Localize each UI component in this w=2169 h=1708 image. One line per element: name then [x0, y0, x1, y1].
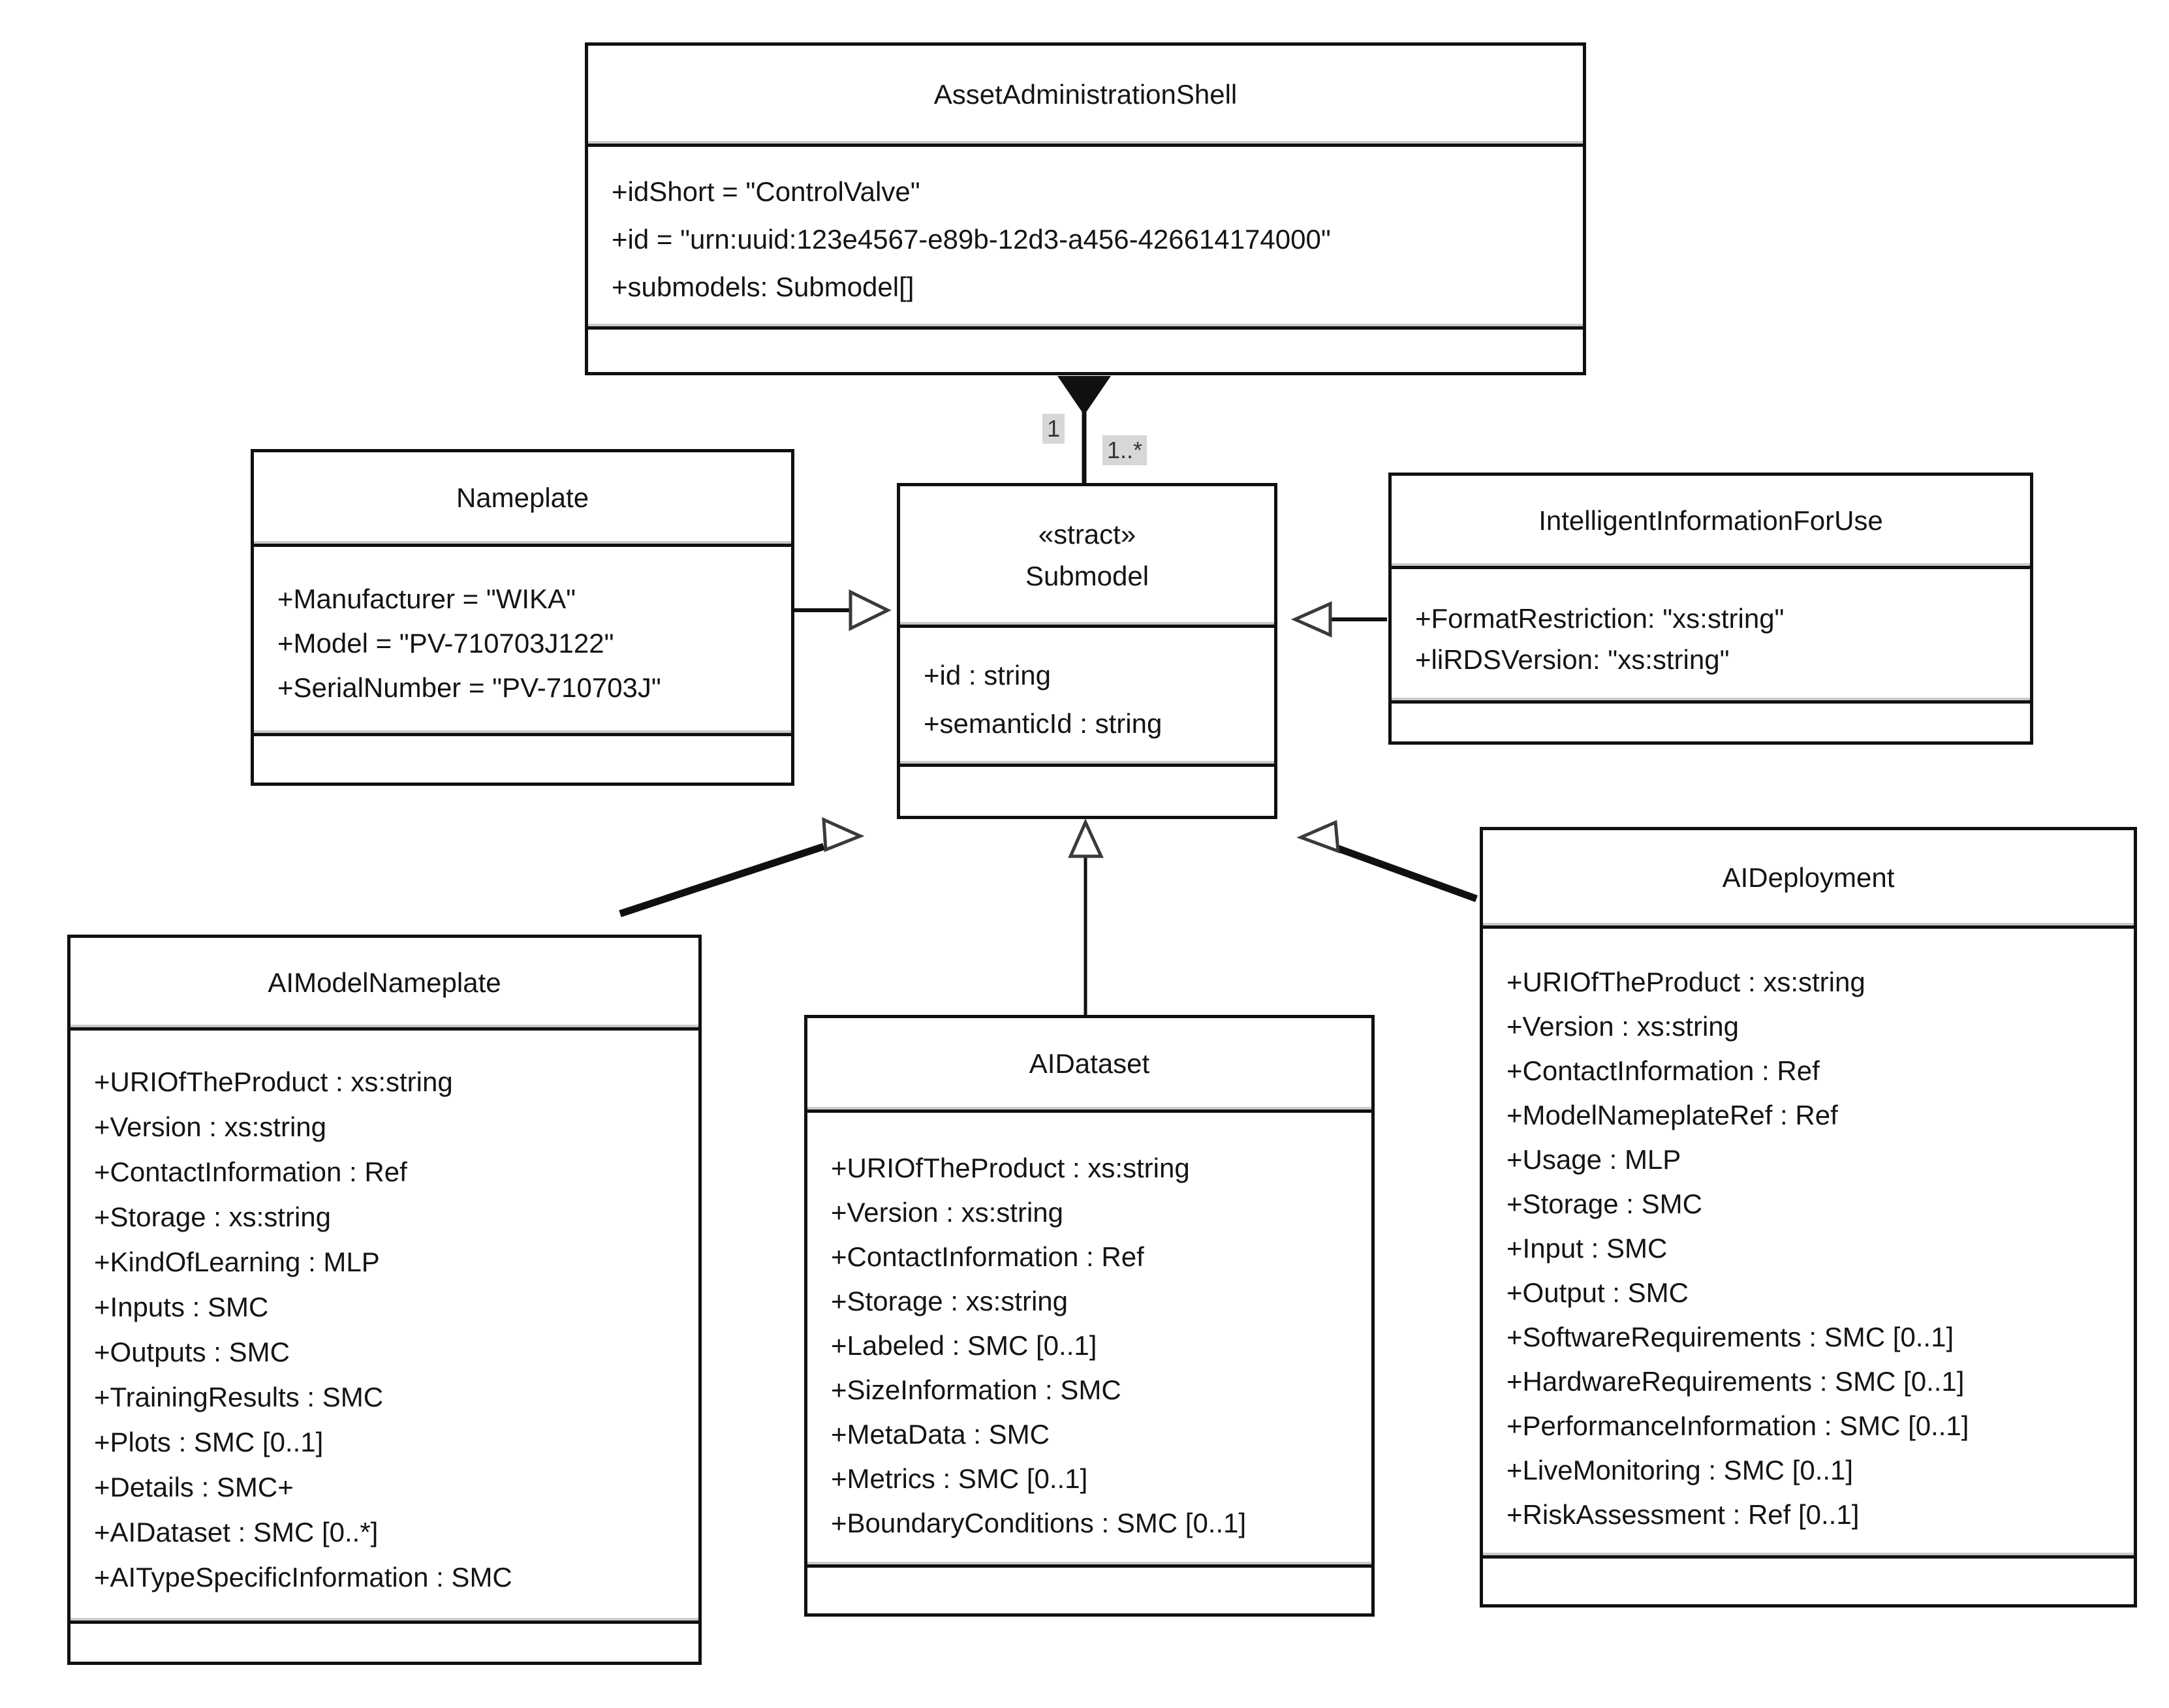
- attribute-line: +Details : SMC+: [94, 1472, 294, 1502]
- attribute-line: +Outputs : SMC: [94, 1337, 290, 1367]
- attribute-line: +Labeled : SMC [0..1]: [831, 1330, 1097, 1361]
- attribute-line: +MetaData : SMC: [831, 1419, 1050, 1450]
- attribute-line: +Usage : MLP: [1506, 1144, 1681, 1175]
- attribute-line: +Storage : SMC: [1506, 1188, 1702, 1219]
- attribute-line: +Storage : xs:string: [831, 1286, 1069, 1316]
- attribute-line: +URIOfTheProduct : xs:string: [1506, 967, 1865, 997]
- attribute-line: +submodels: Submodel[]: [612, 272, 914, 302]
- class-title: IntelligentInformationForUse: [1392, 476, 2030, 566]
- class-stereotype: «stract»: [1038, 519, 1136, 550]
- class-title: AIModelNameplate: [70, 938, 698, 1027]
- attributes-compartment: +idShort = "ControlValve" +id = "urn:uui…: [588, 144, 1583, 326]
- attribute-line: +RiskAssessment : Ref [0..1]: [1506, 1499, 1860, 1530]
- class-ai-model-nameplate: AIModelNameplate +URIOfTheProduct : xs:s…: [67, 935, 702, 1665]
- operations-compartment: [254, 733, 791, 783]
- class-title: «stract» Submodel: [900, 486, 1274, 625]
- operations-compartment: [588, 326, 1583, 372]
- generalization-nameplate-arrowhead: [849, 589, 892, 632]
- attribute-line: +FormatRestriction: "xs:string": [1415, 603, 1785, 634]
- attribute-line: +Storage : xs:string: [94, 1202, 332, 1232]
- class-intelligent-information-for-use: IntelligentInformationForUse +FormatRest…: [1388, 473, 2033, 745]
- attribute-line: +AITypeSpecificInformation : SMC: [94, 1562, 512, 1592]
- generalization-aimodelnameplate-arrowhead: [822, 817, 865, 852]
- class-submodel: «stract» Submodel +id : string +semantic…: [897, 483, 1277, 819]
- attribute-line: +ContactInformation : Ref: [94, 1157, 407, 1187]
- class-asset-administration-shell: AssetAdministrationShell +idShort = "Con…: [585, 42, 1586, 375]
- operations-compartment: [1392, 700, 2030, 741]
- class-name: Nameplate: [456, 482, 589, 513]
- attributes-compartment: +URIOfTheProduct : xs:string +Version : …: [807, 1110, 1371, 1564]
- generalization-aideployment-line: [1337, 845, 1478, 903]
- attributes-compartment: +Manufacturer = "WIKA" +Model = "PV-7107…: [254, 544, 791, 733]
- attribute-line: +AIDataset : SMC [0..*]: [94, 1517, 379, 1547]
- attribute-line: +KindOfLearning : MLP: [94, 1247, 380, 1277]
- class-title: AssetAdministrationShell: [588, 46, 1583, 144]
- attribute-line: +Model = "PV-710703J122": [277, 628, 614, 659]
- generalization-aideployment-arrowhead: [1296, 820, 1340, 854]
- attribute-line: +Input : SMC: [1506, 1233, 1668, 1264]
- multiplicity-child-label: 1..*: [1102, 435, 1147, 465]
- attributes-compartment: +FormatRestriction: "xs:string" +liRDSVe…: [1392, 566, 2030, 700]
- operations-compartment: [900, 764, 1274, 816]
- class-name: Submodel: [1025, 561, 1149, 591]
- attribute-line: +URIOfTheProduct : xs:string: [831, 1153, 1190, 1183]
- attribute-line: +Version : xs:string: [94, 1111, 326, 1142]
- attribute-line: +BoundaryConditions : SMC [0..1]: [831, 1508, 1247, 1538]
- class-ai-dataset: AIDataset +URIOfTheProduct : xs:string +…: [804, 1015, 1375, 1617]
- attribute-line: +Output : SMC: [1506, 1277, 1689, 1308]
- attribute-line: +URIOfTheProduct : xs:string: [94, 1066, 453, 1097]
- attribute-line: +idShort = "ControlValve": [612, 176, 920, 207]
- operations-compartment: [807, 1564, 1371, 1613]
- attribute-line: +id : string: [924, 660, 1051, 691]
- attribute-line: +Version : xs:string: [831, 1197, 1063, 1228]
- attributes-compartment: +URIOfTheProduct : xs:string +Version : …: [70, 1027, 698, 1621]
- attribute-line: +Plots : SMC [0..1]: [94, 1427, 324, 1457]
- class-name: AIDataset: [1029, 1048, 1150, 1079]
- operations-compartment: [1483, 1555, 2134, 1604]
- attribute-line: +HardwareRequirements : SMC [0..1]: [1506, 1366, 1965, 1397]
- attribute-line: +TrainingResults : SMC: [94, 1382, 384, 1412]
- attribute-line: +Metrics : SMC [0..1]: [831, 1463, 1088, 1494]
- attribute-line: +Inputs : SMC: [94, 1292, 269, 1322]
- class-name: AIModelNameplate: [268, 967, 501, 998]
- attribute-line: +SerialNumber = "PV-710703J": [277, 672, 661, 703]
- attributes-compartment: +URIOfTheProduct : xs:string +Version : …: [1483, 925, 2134, 1555]
- class-nameplate: Nameplate +Manufacturer = "WIKA" +Model …: [251, 449, 794, 786]
- attribute-line: +PerformanceInformation : SMC [0..1]: [1506, 1410, 1969, 1441]
- attribute-line: +Version : xs:string: [1506, 1011, 1739, 1042]
- generalization-iifu-arrowhead: [1290, 601, 1332, 638]
- class-name: IntelligentInformationForUse: [1538, 505, 1883, 536]
- composition-diamond: [1057, 376, 1111, 415]
- class-title: AIDeployment: [1483, 830, 2134, 925]
- attribute-line: +ContactInformation : Ref: [1506, 1055, 1820, 1086]
- class-title: Nameplate: [254, 452, 791, 544]
- generalization-aidataset-arrowhead: [1068, 818, 1104, 858]
- attributes-compartment: +id : string +semanticId : string: [900, 625, 1274, 764]
- multiplicity-parent-label: 1: [1042, 414, 1065, 444]
- attribute-line: +ContactInformation : Ref: [831, 1241, 1144, 1272]
- attribute-line: +Manufacturer = "WIKA": [277, 583, 576, 614]
- attribute-line: +LiveMonitoring : SMC [0..1]: [1506, 1455, 1854, 1485]
- attribute-line: +SizeInformation : SMC: [831, 1374, 1121, 1405]
- class-name: AIDeployment: [1722, 862, 1895, 893]
- attribute-line: +liRDSVersion: "xs:string": [1415, 644, 1730, 675]
- generalization-aimodelnameplate-line: [619, 843, 825, 918]
- attribute-line: +ModelNameplateRef : Ref: [1506, 1100, 1838, 1130]
- attribute-line: +semanticId : string: [924, 708, 1163, 739]
- class-name: AssetAdministrationShell: [933, 79, 1238, 110]
- attribute-line: +id = "urn:uuid:123e4567-e89b-12d3-a456-…: [612, 224, 1331, 255]
- attribute-line: +SoftwareRequirements : SMC [0..1]: [1506, 1322, 1954, 1352]
- operations-compartment: [70, 1621, 698, 1662]
- class-ai-deployment: AIDeployment +URIOfTheProduct : xs:strin…: [1480, 827, 2137, 1607]
- class-title: AIDataset: [807, 1018, 1371, 1110]
